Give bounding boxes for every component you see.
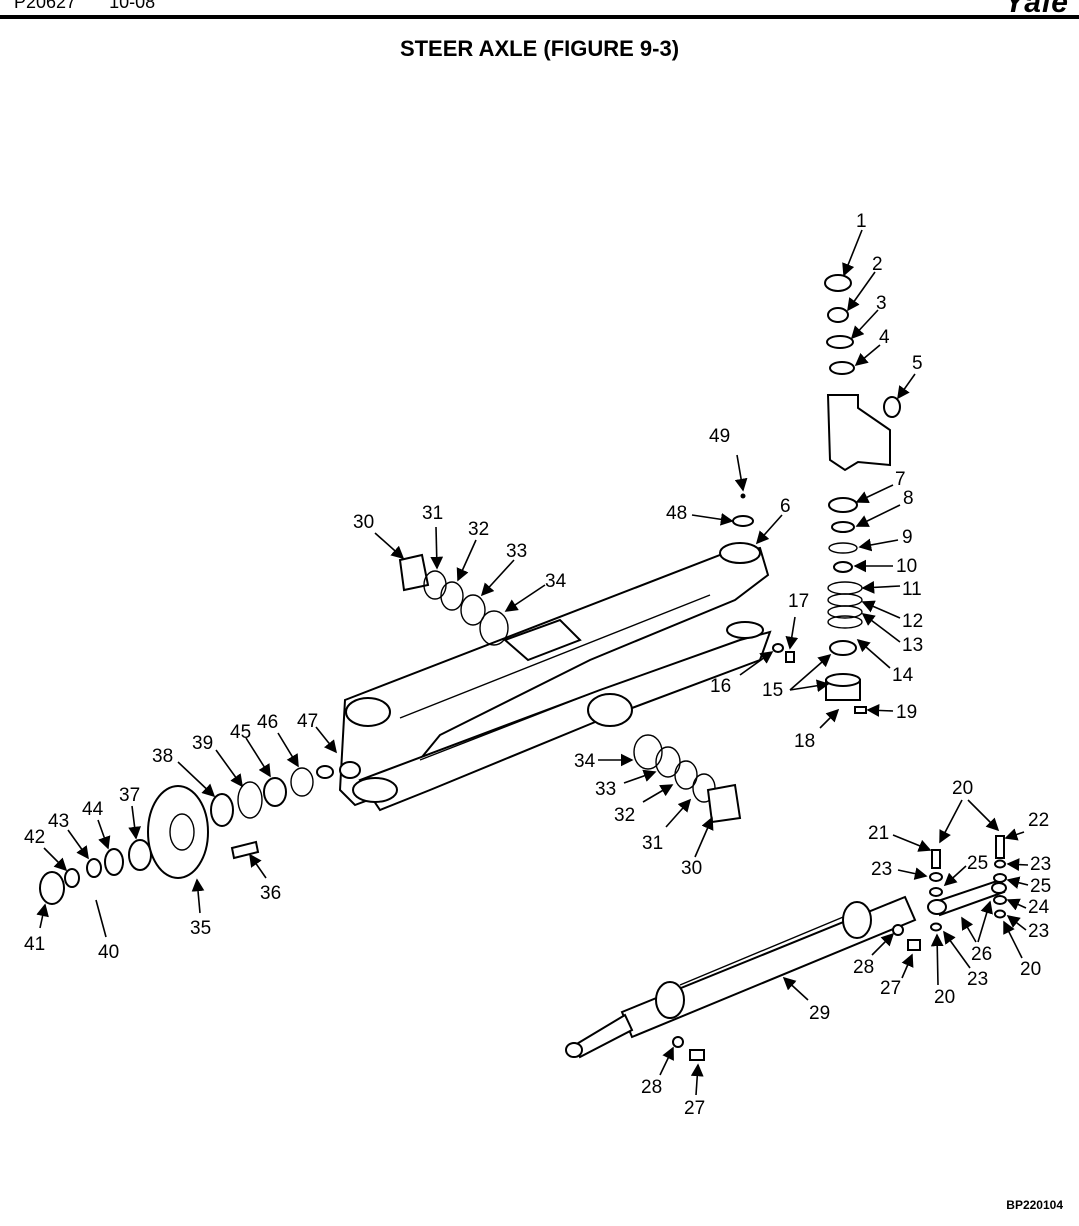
callout-13: 13 [902, 635, 923, 656]
callout-40: 40 [98, 942, 119, 963]
callout-41: 41 [24, 934, 45, 955]
callout-27b: 27 [684, 1098, 705, 1119]
callout-36: 36 [260, 883, 281, 904]
brand-logo: Yale [1004, 0, 1069, 19]
callout-46: 46 [257, 712, 278, 733]
callout-33: 33 [506, 541, 527, 562]
callout-5: 5 [912, 353, 923, 374]
callout-16: 16 [710, 676, 731, 697]
callout-22: 22 [1028, 810, 1049, 831]
callout-30: 30 [353, 512, 374, 533]
callout-8: 8 [903, 488, 914, 509]
callout-14: 14 [892, 665, 914, 686]
page-title: STEER AXLE (FIGURE 9-3) [399, 36, 680, 61]
callout-23c: 23 [1028, 921, 1049, 942]
callout-3: 3 [876, 293, 887, 314]
callout-34b: 34 [574, 751, 596, 772]
callout-15: 15 [762, 680, 783, 701]
callout-6: 6 [780, 496, 791, 517]
callout-23d: 23 [967, 969, 988, 990]
callout-35: 35 [190, 918, 211, 939]
callout-17: 17 [788, 591, 809, 612]
callout-34: 34 [545, 571, 567, 592]
beam-seals-lower [633, 734, 742, 824]
callout-27a: 27 [880, 978, 901, 999]
callout-11: 11 [902, 579, 922, 600]
axle-beam [316, 542, 772, 812]
kingpin-stack [732, 274, 901, 714]
callout-2: 2 [872, 254, 883, 275]
hub-assembly [39, 767, 314, 905]
callout-32b: 32 [614, 805, 635, 826]
callout-20-right: 20 [1020, 959, 1041, 980]
callout-37: 37 [119, 785, 140, 806]
callout-26: 26 [971, 944, 992, 965]
callout-47: 47 [297, 711, 318, 732]
callout-43: 43 [48, 811, 69, 832]
callout-10: 10 [896, 556, 917, 577]
callout-1: 1 [856, 211, 867, 232]
callout-9: 9 [902, 527, 913, 548]
callout-28b: 28 [641, 1077, 662, 1098]
callout-42: 42 [24, 827, 45, 848]
callout-20-top: 20 [952, 778, 973, 799]
doc-date: 10-08 [109, 0, 156, 12]
callout-23a: 23 [871, 859, 892, 880]
callout-29: 29 [809, 1003, 830, 1024]
callout-31b: 31 [642, 833, 663, 854]
callout-28a: 28 [853, 957, 874, 978]
callout-19: 19 [896, 702, 917, 723]
tie-rod-links [927, 835, 1007, 932]
callout-31: 31 [422, 503, 443, 524]
callout-45: 45 [230, 722, 251, 743]
callout-44: 44 [82, 799, 104, 820]
callout-18: 18 [794, 731, 815, 752]
callout-25: 25 [1030, 876, 1051, 897]
callouts: 1 2 3 4 5 6 7 8 9 10 11 12 13 14 15 16 1… [24, 211, 1051, 1119]
callout-32: 32 [468, 519, 489, 540]
callout-12: 12 [902, 611, 923, 632]
callout-4: 4 [879, 327, 890, 348]
header-doc-info: P20627 10-08 [14, 0, 183, 13]
header-rule [0, 15, 1079, 19]
callout-33b: 33 [595, 779, 616, 800]
callout-38: 38 [152, 746, 173, 767]
figure-code: BP220104 [1006, 1198, 1063, 1212]
callout-39: 39 [192, 733, 213, 754]
callout-48: 48 [666, 503, 687, 524]
doc-id: P20627 [14, 0, 77, 12]
callout-25a: 25 [967, 853, 988, 874]
callout-7: 7 [895, 469, 906, 490]
callout-49: 49 [709, 426, 730, 447]
callout-23b: 23 [1030, 854, 1051, 875]
beam-seals-upper [398, 553, 509, 646]
callout-30b: 30 [681, 858, 702, 879]
callout-21: 21 [868, 823, 889, 844]
callout-20-bottom: 20 [934, 987, 955, 1008]
callout-24: 24 [1028, 897, 1050, 918]
steer-cylinder [565, 895, 921, 1061]
